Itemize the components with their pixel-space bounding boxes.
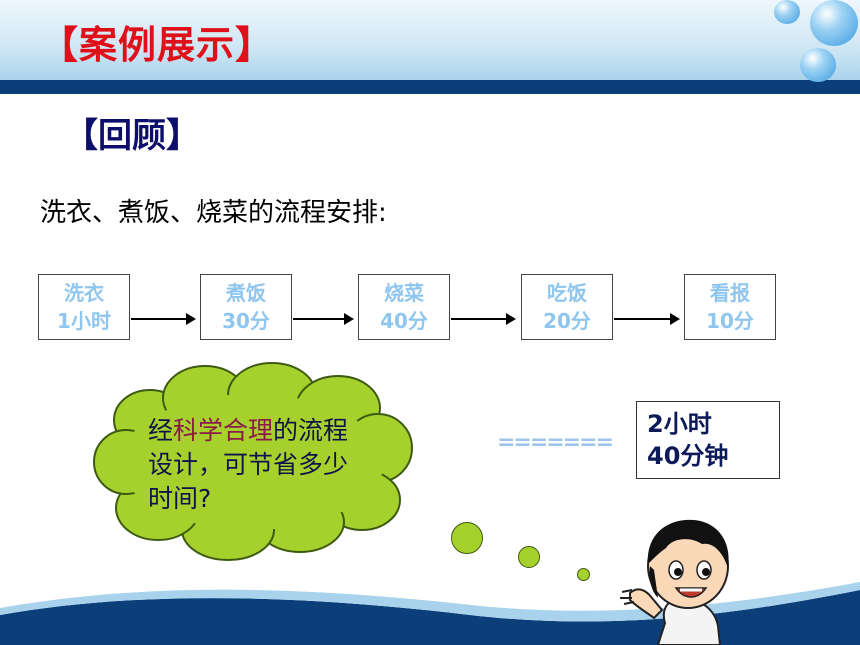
flow-arrow — [131, 313, 196, 325]
result-box: 2小时 40分钟 — [636, 401, 780, 479]
decor-bubble-medium — [800, 48, 836, 82]
thought-dot-medium — [518, 546, 540, 568]
flow-step-wash: 洗衣 1小时 — [38, 274, 130, 340]
result-line2: 40分钟 — [647, 442, 729, 470]
flow-step-name: 烧菜 — [384, 281, 424, 305]
flow-step-name: 看报 — [710, 281, 750, 305]
flow-step-duration: 1小时 — [57, 309, 111, 333]
flow-step-duration: 10分 — [706, 309, 754, 333]
slide-title: 【案例展示】 — [40, 23, 275, 67]
flow-arrow — [293, 313, 354, 325]
cloud-text-part2: 的流程设计，可节省多少时间? — [148, 416, 349, 513]
cloud-text-part1: 经 — [148, 416, 174, 445]
flow-step-eat: 吃饭 20分 — [521, 274, 613, 340]
flow-step-cook-rice: 煮饭 30分 — [200, 274, 292, 340]
flow-step-name: 煮饭 — [226, 281, 266, 305]
flow-step-cook-dish: 烧菜 40分 — [358, 274, 450, 340]
intro-text: 洗衣、煮饭、烧菜的流程安排: — [40, 198, 387, 228]
flow-step-duration: 20分 — [543, 309, 591, 333]
flow-step-duration: 30分 — [222, 309, 270, 333]
cloud-text-highlight: 科学合理 — [173, 416, 274, 445]
flow-step-duration: 40分 — [380, 309, 428, 333]
section-title: 【回顾】 — [64, 116, 200, 156]
equals-sign: ======= — [497, 430, 614, 455]
flow-step-name: 吃饭 — [547, 281, 587, 305]
header-band — [0, 0, 860, 80]
thought-dot-small — [577, 568, 590, 581]
decor-bubble-small — [774, 0, 800, 24]
decor-bubble-large — [810, 0, 858, 46]
flow-arrow — [614, 313, 680, 325]
cloud-text: 经科学合理的流程设计，可节省多少时间? — [148, 414, 368, 516]
flow-step-read-paper: 看报 10分 — [684, 274, 776, 340]
flow-step-name: 洗衣 — [64, 281, 104, 305]
flow-arrow — [451, 313, 516, 325]
thought-dot-large — [451, 522, 483, 554]
cartoon-girl-illustration — [620, 519, 729, 645]
header-bar — [0, 80, 860, 94]
result-line1: 2小时 — [647, 410, 712, 438]
